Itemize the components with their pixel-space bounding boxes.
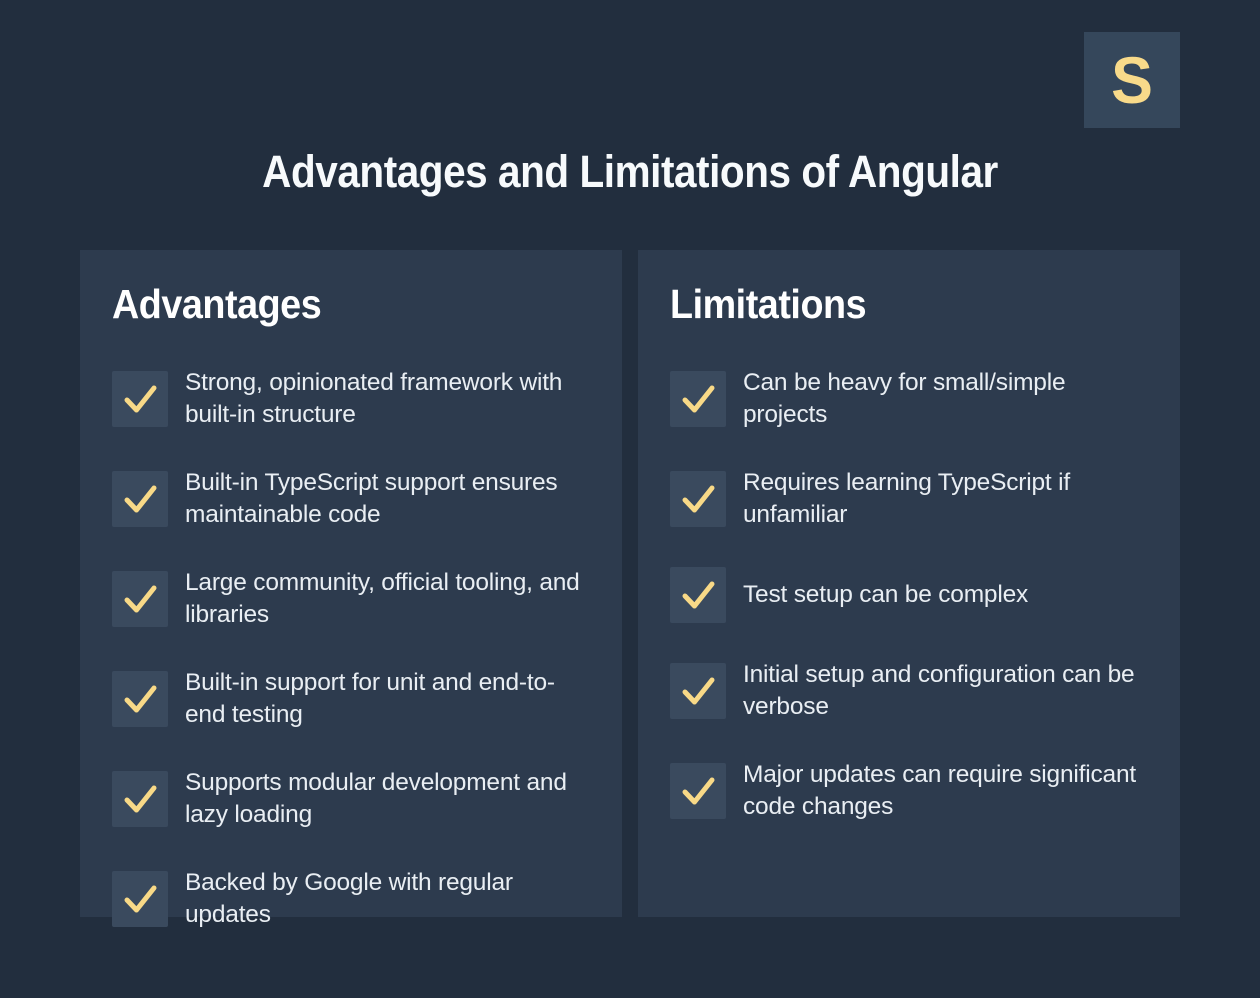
limitations-panel: Limitations Can be heavy for small/simpl…: [638, 250, 1180, 917]
advantages-list: Strong, opinionated framework with built…: [112, 367, 590, 931]
list-item: Requires learning TypeScript if unfamili…: [670, 467, 1148, 531]
list-item: Built-in TypeScript support ensures main…: [112, 467, 590, 531]
page-title: Advantages and Limitations of Angular: [262, 146, 998, 197]
checkmark-icon: [670, 763, 726, 820]
checkmark-icon: [112, 771, 168, 828]
list-item-text: Initial setup and configuration can be v…: [743, 661, 1135, 721]
list-item-text: Strong, opinionated framework with built…: [185, 369, 563, 429]
checkmark-icon: [112, 671, 168, 728]
brand-logo-letter: S: [1111, 43, 1153, 117]
list-item: Initial setup and configuration can be v…: [670, 659, 1148, 723]
list-item-text: Built-in support for unit and end-to- en…: [185, 669, 555, 729]
checkmark-icon: [670, 471, 726, 528]
list-item: Test setup can be complex: [670, 567, 1148, 624]
list-item: Can be heavy for small/simple projects: [670, 367, 1148, 431]
list-item-text: Can be heavy for small/simple projects: [743, 369, 1066, 429]
advantages-heading: Advantages: [112, 281, 322, 327]
list-item: Built-in support for unit and end-to- en…: [112, 667, 590, 731]
list-item-text: Backed by Google with regular updates: [185, 869, 513, 929]
limitations-heading: Limitations: [670, 281, 867, 327]
checkmark-icon: [670, 567, 726, 624]
advantages-panel: Advantages Strong, opinionated framework…: [80, 250, 622, 928]
list-item-text: Large community, official tooling, and l…: [185, 569, 580, 629]
list-item: Major updates can require significant co…: [670, 759, 1148, 823]
list-item: Supports modular development and lazy lo…: [112, 767, 590, 831]
checkmark-icon: [112, 571, 168, 628]
list-item-text: Built-in TypeScript support ensures main…: [185, 469, 558, 529]
brand-logo: S: [1084, 32, 1180, 128]
list-item: Large community, official tooling, and l…: [112, 567, 590, 631]
checkmark-icon: [112, 871, 168, 928]
list-item-text: Test setup can be complex: [743, 581, 1029, 609]
list-item: Backed by Google with regular updates: [112, 867, 590, 931]
list-item: Strong, opinionated framework with built…: [112, 367, 590, 431]
list-item-text: Requires learning TypeScript if unfamili…: [743, 469, 1070, 529]
checkmark-icon: [112, 371, 168, 428]
checkmark-icon: [112, 471, 168, 528]
list-item-text: Supports modular development and lazy lo…: [185, 769, 567, 829]
checkmark-icon: [670, 663, 726, 720]
list-item-text: Major updates can require significant co…: [743, 761, 1136, 821]
checkmark-icon: [670, 371, 726, 428]
panels-container: Advantages Strong, opinionated framework…: [80, 250, 1180, 928]
limitations-list: Can be heavy for small/simple projects R…: [670, 367, 1148, 823]
